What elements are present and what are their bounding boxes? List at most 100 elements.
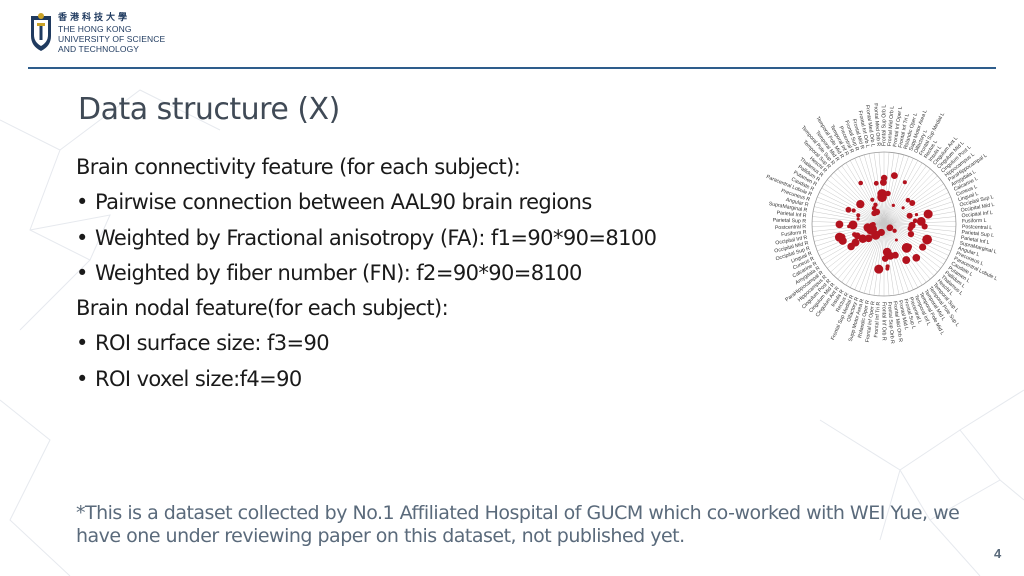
brain-node	[922, 234, 933, 245]
spoke-line	[883, 223, 919, 288]
slide-title: Data structure (X)	[78, 92, 340, 127]
brain-node	[880, 174, 888, 182]
brain-node	[921, 245, 926, 251]
spoke-line	[883, 223, 951, 252]
brain-node	[870, 197, 875, 202]
spoke-line	[878, 223, 885, 296]
spoke-line	[883, 152, 895, 225]
logo-english-line-2: UNIVERSITY OF SCIENCE	[58, 34, 166, 44]
brain-node	[856, 217, 860, 221]
bullet-dot-icon: •	[76, 331, 88, 356]
brain-node	[909, 199, 916, 206]
university-crest-icon	[31, 13, 51, 51]
spoke-line	[883, 223, 905, 294]
spoke-line	[878, 152, 885, 225]
slide-body: Brain connectivity feature (for each sub…	[76, 150, 696, 397]
brain-node	[919, 219, 924, 224]
spoke-line	[827, 179, 885, 225]
spoke-line	[883, 160, 919, 225]
brain-node	[867, 224, 877, 235]
spoke-line	[821, 187, 885, 225]
spoke-line	[883, 223, 953, 247]
spoke-line	[815, 201, 885, 225]
spoke-line	[883, 223, 955, 237]
bullet-roi-surface: •ROI surface size: f3=90	[76, 326, 696, 361]
spoke-line	[883, 196, 951, 225]
region-label: Occipital Mid L	[960, 202, 995, 214]
region-label: Frontal Sup Orb L	[881, 105, 887, 146]
brain-node	[858, 180, 863, 186]
brain-node	[856, 213, 861, 218]
spoke-line	[883, 158, 914, 225]
brain-node	[848, 220, 858, 230]
brain-node	[912, 253, 921, 262]
region-label: Parietal Sup R	[772, 217, 806, 224]
region-label: Frontal Inf Tri R	[873, 301, 881, 337]
spoke-line	[883, 162, 923, 225]
spoke-line	[868, 153, 885, 225]
region-label: Postcentral R	[775, 224, 807, 231]
brain-node	[838, 236, 847, 245]
spoke-line	[883, 187, 947, 225]
region-label: Frontal Sup Orb R	[886, 302, 895, 345]
bullet-dot-icon: •	[76, 190, 88, 215]
spoke-line	[883, 152, 890, 225]
brain-node	[892, 228, 897, 233]
dataset-footnote: *This is a dataset collected by No.1 Aff…	[76, 502, 960, 547]
brain-node	[894, 238, 898, 242]
body-line-nodal-heading: Brain nodal feature(for each subject):	[76, 296, 449, 321]
spoke-line	[883, 223, 927, 283]
brain-node	[912, 218, 918, 224]
brain-node	[902, 256, 911, 265]
region-label: Fusiform R	[781, 230, 807, 239]
brain-node	[886, 224, 894, 232]
spoke-line	[883, 223, 956, 232]
brain-node	[851, 238, 860, 247]
brain-node	[853, 232, 861, 240]
brain-node	[882, 247, 892, 257]
spoke-line	[883, 223, 914, 290]
brain-node	[902, 180, 907, 185]
brain-node	[873, 180, 879, 186]
brain-node	[907, 230, 915, 238]
spoke-line	[883, 223, 954, 242]
region-label: Frontal Inf Oper R	[865, 301, 877, 343]
brain-node	[858, 234, 868, 243]
spoke-line	[883, 223, 895, 296]
brain-node	[905, 197, 911, 203]
brain-node	[908, 221, 916, 229]
region-label: Frontal Med Orb R	[872, 103, 881, 147]
spoke-line	[863, 154, 885, 225]
body-line-connectivity-heading: Brain connectivity feature (for each sub…	[76, 155, 521, 179]
logo-english-line-3: AND TECHNOLOGY	[58, 44, 140, 54]
region-label: Parietal Inf L	[960, 235, 990, 246]
spoke-line	[814, 206, 885, 225]
connectome-ring	[811, 151, 957, 297]
brain-node	[835, 220, 844, 229]
region-label: Occipital Inf L	[961, 210, 993, 219]
brain-node	[906, 212, 913, 219]
spoke-line	[883, 172, 935, 225]
spoke-line	[819, 192, 885, 225]
region-label: Parietal Sup L	[961, 230, 994, 239]
header-divider	[28, 67, 996, 69]
spoke-line	[883, 201, 953, 225]
bullet-pairwise-connection: •Pairwise connection between AAL90 brain…	[76, 185, 696, 220]
region-label: Frontal Inf Orb R	[881, 302, 887, 341]
brain-node	[845, 206, 852, 213]
spoke-line	[883, 192, 949, 225]
bullet-roi-voxel: •ROI voxel size:f4=90	[76, 362, 696, 397]
brain-node	[906, 243, 913, 250]
page-number: 4	[994, 546, 1002, 561]
spoke-line	[883, 175, 938, 225]
region-label: Frontal Inf Oper L	[892, 106, 904, 147]
region-label: Occipital Inf R	[775, 235, 808, 247]
region-label: Parietal Inf R	[776, 210, 807, 219]
spoke-line	[824, 183, 885, 225]
brain-node	[864, 234, 873, 243]
region-label: Fusiform L	[962, 218, 987, 225]
spoke-line	[813, 211, 885, 225]
region-label: Frontal Mid Orb L	[887, 106, 896, 147]
brain-node	[851, 208, 856, 213]
